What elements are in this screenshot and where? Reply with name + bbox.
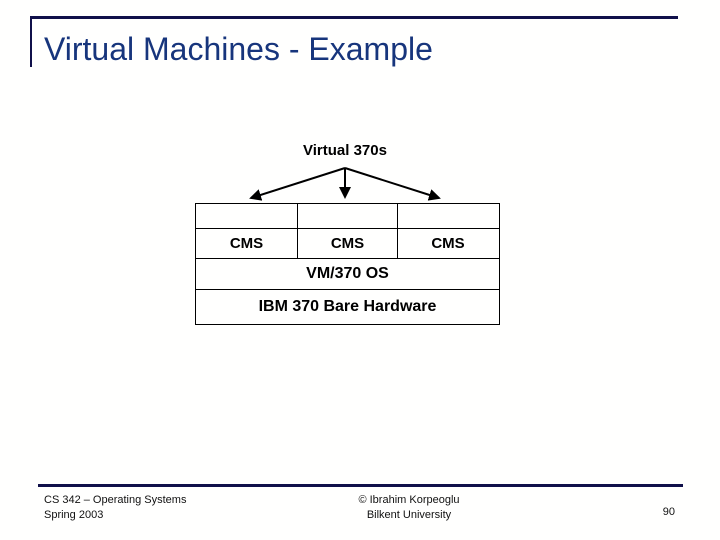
title-left-rule	[30, 16, 32, 67]
down-right-arrow	[344, 167, 441, 201]
footer-course-line1: CS 342 – Operating Systems	[44, 494, 187, 506]
vm-slot-cell	[397, 204, 498, 228]
footer-course-info: CS 342 – Operating Systems Spring 2003	[44, 493, 186, 523]
title-top-rule	[30, 16, 678, 19]
bare-hardware-row: IBM 370 Bare Hardware	[196, 289, 499, 323]
cms-cell: CMS	[297, 229, 397, 258]
cms-cell: CMS	[397, 229, 498, 258]
vm-slot-cell	[297, 204, 397, 228]
footer-credit-line1: © Ibrahim Korpeoglu	[358, 494, 460, 506]
virtual-370s-label: Virtual 370s	[303, 142, 387, 159]
bare-hardware-cell: IBM 370 Bare Hardware	[258, 297, 437, 315]
vm370-os-cell: VM/370 OS	[306, 265, 389, 282]
footer-credit-line2: Bilkent University	[366, 509, 452, 521]
virtual-machine-row	[196, 204, 499, 228]
fan-out-arrows	[249, 167, 441, 201]
footer-rule	[38, 484, 683, 487]
page-title: Virtual Machines - Example	[44, 31, 433, 67]
cms-cell: CMS	[229, 235, 264, 252]
vm-layers-table: CMS CMS CMS VM/370 OS IBM 370 Bare Hardw…	[195, 203, 500, 325]
page-number: 90	[662, 506, 675, 518]
vm-slot-cell	[196, 204, 297, 228]
vm370-os-row: VM/370 OS	[196, 258, 499, 289]
cms-row: CMS CMS CMS	[196, 228, 499, 258]
down-left-arrow	[249, 167, 346, 201]
footer-course-line2: Spring 2003	[44, 509, 104, 521]
footer-credit: © Ibrahim Korpeoglu Bilkent University	[309, 493, 509, 523]
